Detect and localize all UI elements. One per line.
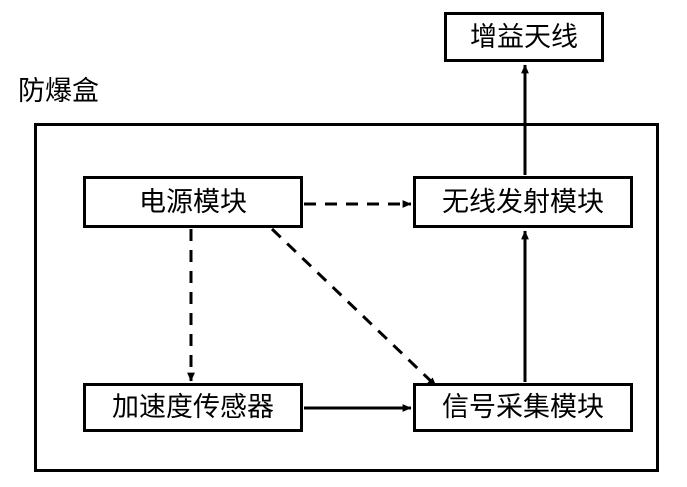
node-signal-acquisition-module[interactable]: 信号采集模块 (413, 383, 633, 432)
node-wireless-transmit-module-label: 无线发射模块 (442, 186, 604, 217)
node-acceleration-sensor-label: 加速度传感器 (112, 392, 274, 422)
explosion-proof-box-boundary (34, 123, 659, 472)
edge-power-to-signal (270, 227, 438, 388)
node-power-module-label: 电源模块 (139, 186, 247, 217)
node-signal-acquisition-module-label: 信号采集模块 (442, 392, 604, 422)
node-power-module[interactable]: 电源模块 (83, 176, 303, 228)
explosion-proof-box-label: 防爆盒 (18, 76, 99, 106)
node-gain-antenna[interactable]: 增益天线 (444, 12, 604, 62)
node-gain-antenna-label: 增益天线 (470, 21, 578, 52)
node-acceleration-sensor[interactable]: 加速度传感器 (83, 383, 303, 432)
node-wireless-transmit-module[interactable]: 无线发射模块 (413, 176, 633, 228)
